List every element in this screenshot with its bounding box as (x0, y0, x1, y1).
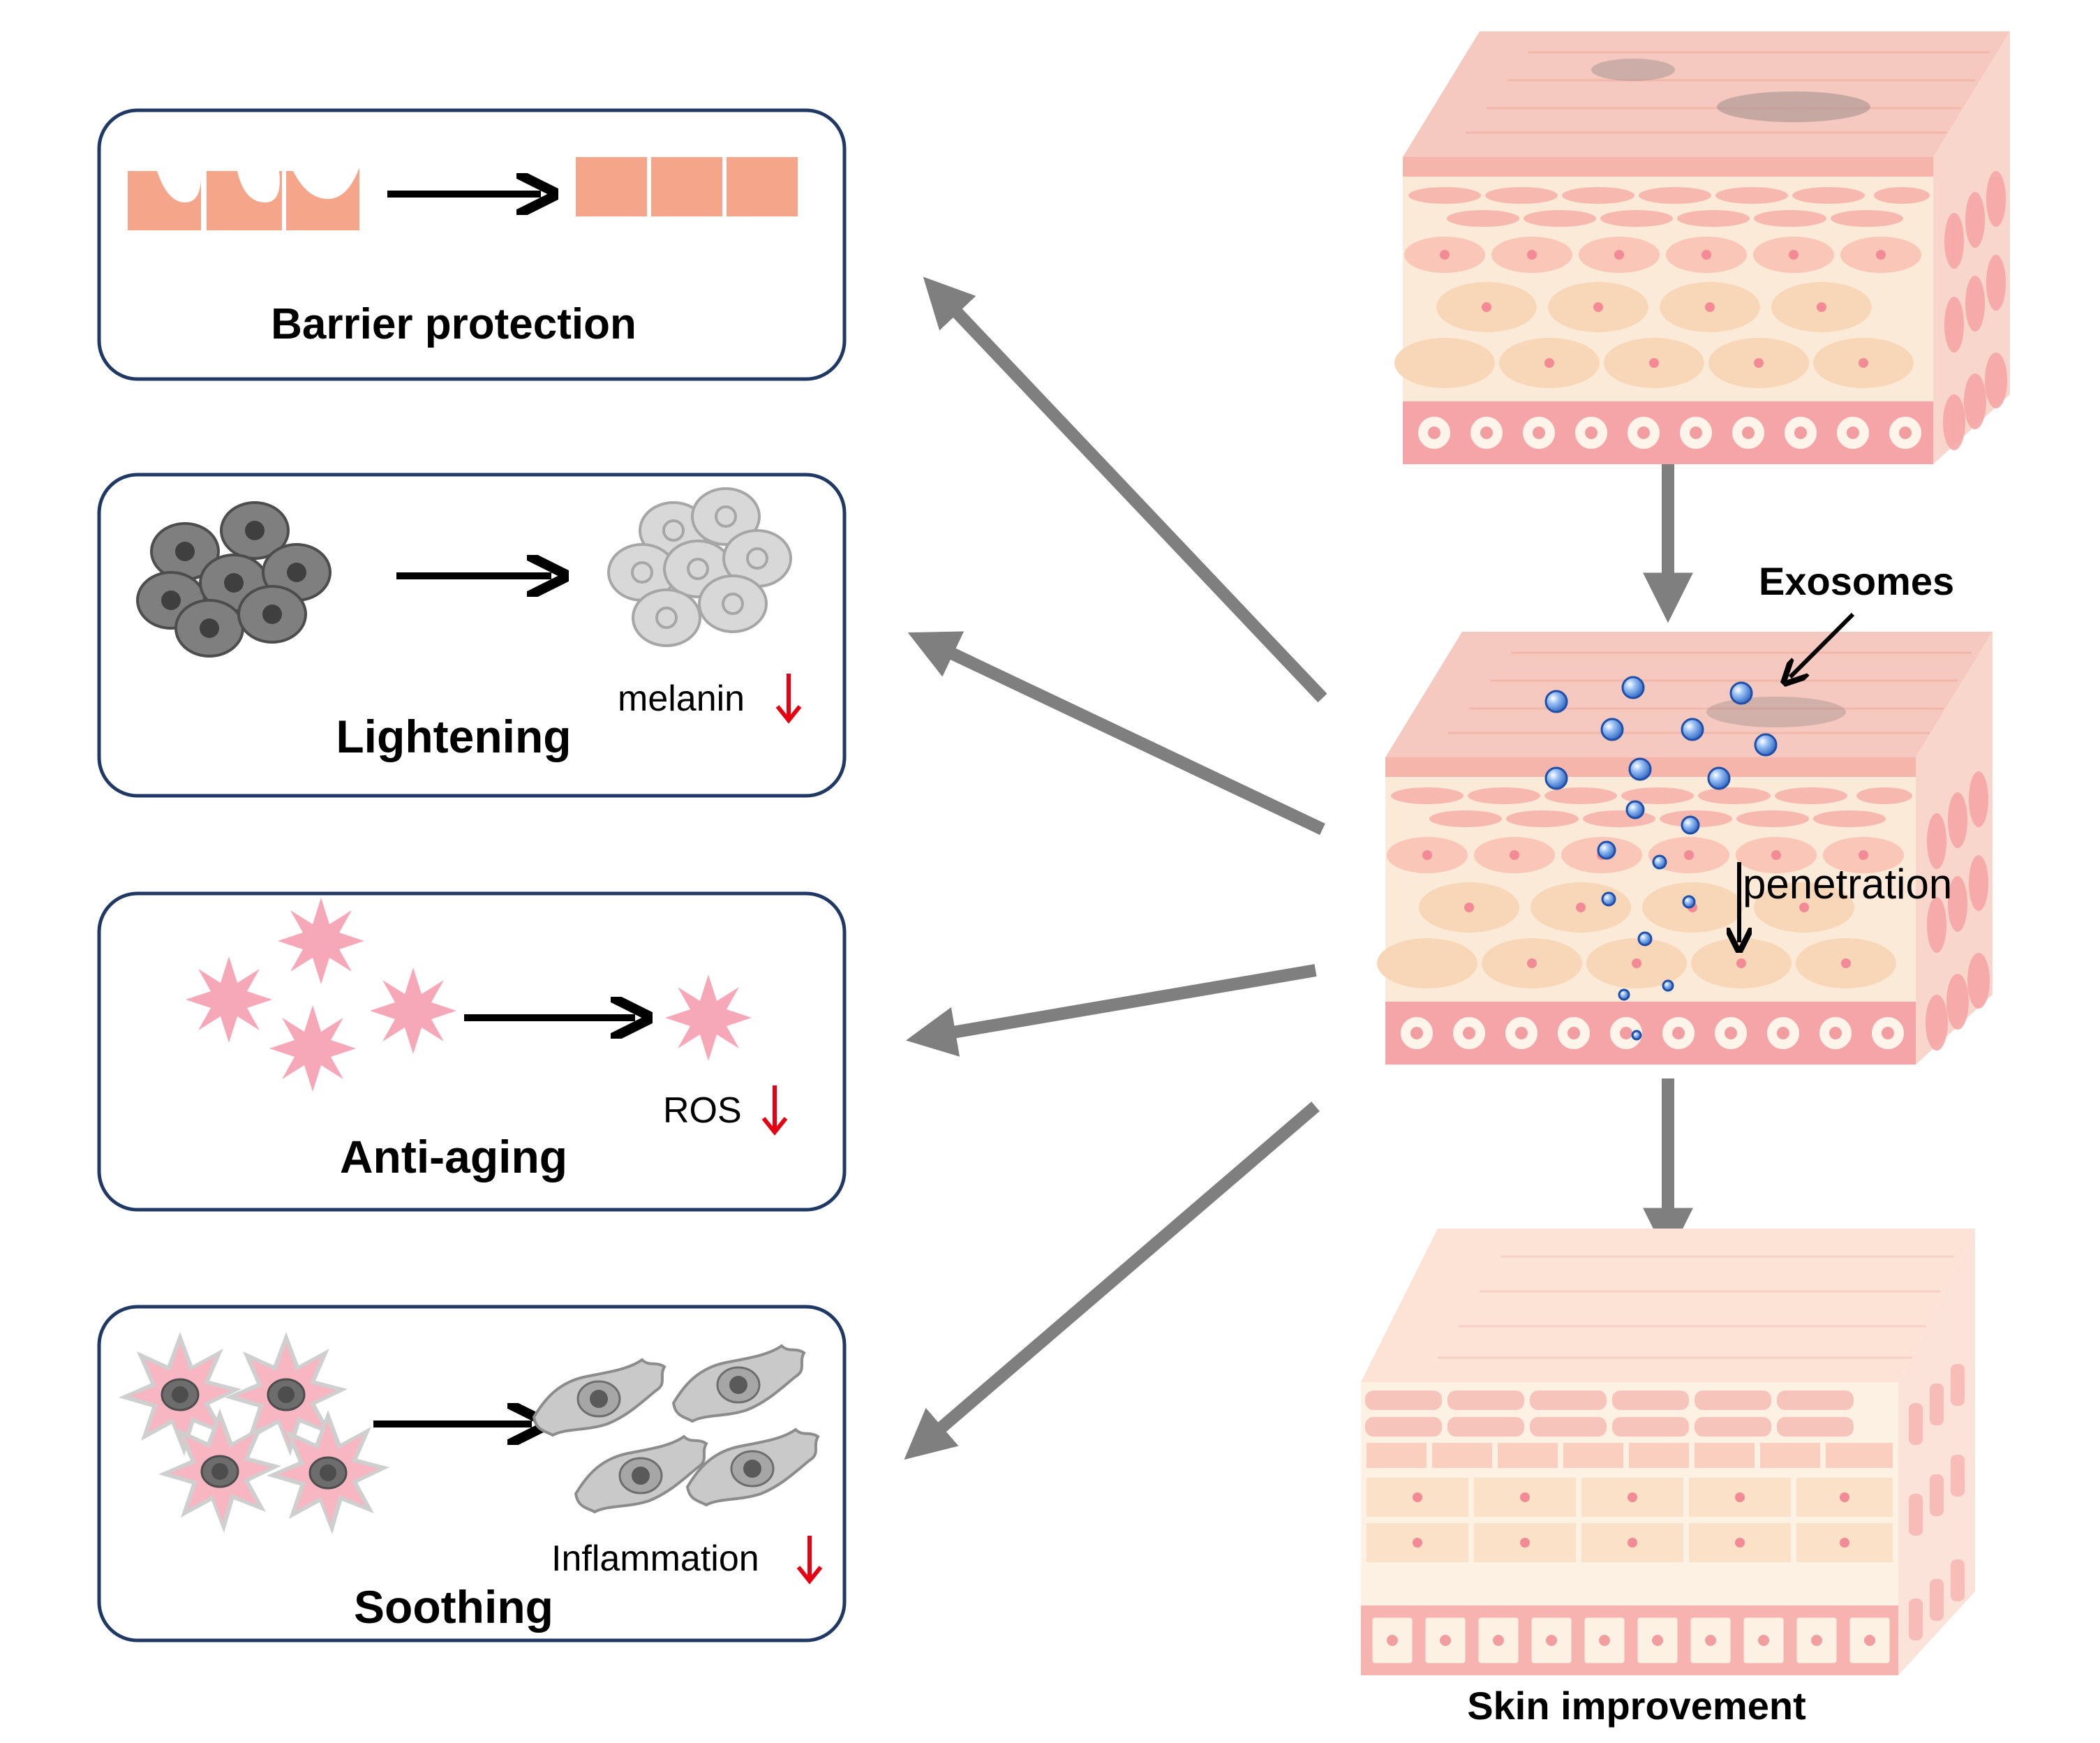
exosomes-label: Exosomes (1759, 559, 1954, 603)
exosome-particles (1544, 676, 1778, 1041)
panel-anti-aging: ROS Anti-aging (97, 891, 847, 1212)
exosomes-callout: Exosomes (1759, 559, 1954, 677)
skin-block-improved (1361, 1229, 1975, 1675)
damaged-barrier-cells-icon (128, 168, 359, 230)
arrow-to-soothing (904, 1102, 1320, 1460)
panel-lightening: melanin Lightening (97, 473, 847, 798)
panel-barrier-protection: Barrier protection (97, 108, 847, 381)
panel-title: Barrier protection (271, 300, 636, 348)
skin-block-exosome: penetration (1377, 632, 1993, 1065)
skin-block-before (1394, 31, 2010, 464)
ros-particle-reduced-icon (665, 974, 752, 1061)
down-arrow-icon (796, 1536, 823, 1585)
marker-label: ROS (663, 1090, 742, 1131)
arrow-to-barrier (923, 276, 1327, 703)
flow-arrows (904, 276, 1693, 1460)
down-arrow-icon (761, 1085, 788, 1136)
panel-title: Soothing (354, 1581, 553, 1633)
panel-title: Anti-aging (340, 1131, 567, 1182)
marker-label: Inflammation (551, 1538, 759, 1579)
penetration-label: penetration (1743, 861, 1952, 907)
marker-label: melanin (618, 678, 745, 719)
panel-soothing: Inflammation Soothing (97, 1305, 847, 1642)
down-arrow-icon (775, 674, 802, 724)
skin-improvement-label: Skin improvement (1467, 1684, 1805, 1728)
intact-barrier-cells-icon (576, 157, 798, 216)
arrow-to-lightening (907, 631, 1325, 836)
arrow-to-anti-aging (906, 964, 1317, 1057)
panel-title: Lightening (336, 711, 571, 762)
exosomes-pointer-arrow (1790, 612, 1855, 677)
